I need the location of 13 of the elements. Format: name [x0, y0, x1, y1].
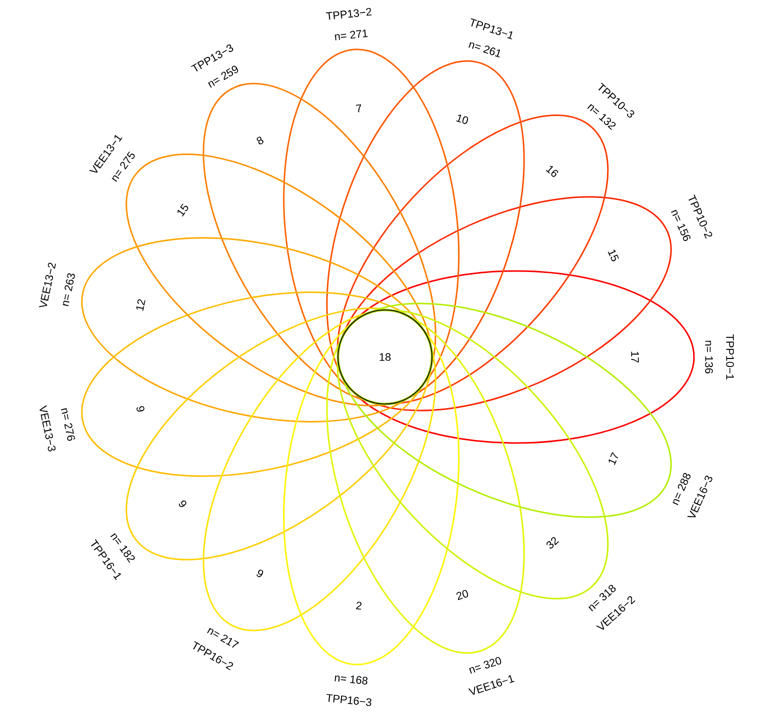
set-label: n= 263 — [62, 273, 75, 306]
set-label: TPP13−2 — [326, 8, 372, 20]
set-label: n= 261 — [468, 42, 500, 58]
set-label: n= 136 — [705, 340, 713, 374]
set-label: n= 276 — [61, 408, 75, 441]
set-label: VEE13−3 — [40, 405, 56, 452]
set-label: n= 271 — [334, 30, 368, 40]
set-label: n= 168 — [334, 676, 368, 685]
set-label: n= 320 — [469, 656, 502, 674]
set-label: TPP16−3 — [326, 694, 372, 706]
set-label: VEE13−2 — [39, 262, 56, 308]
set-label: TPP10−1 — [726, 334, 734, 380]
set-label: n= 156 — [671, 210, 690, 241]
